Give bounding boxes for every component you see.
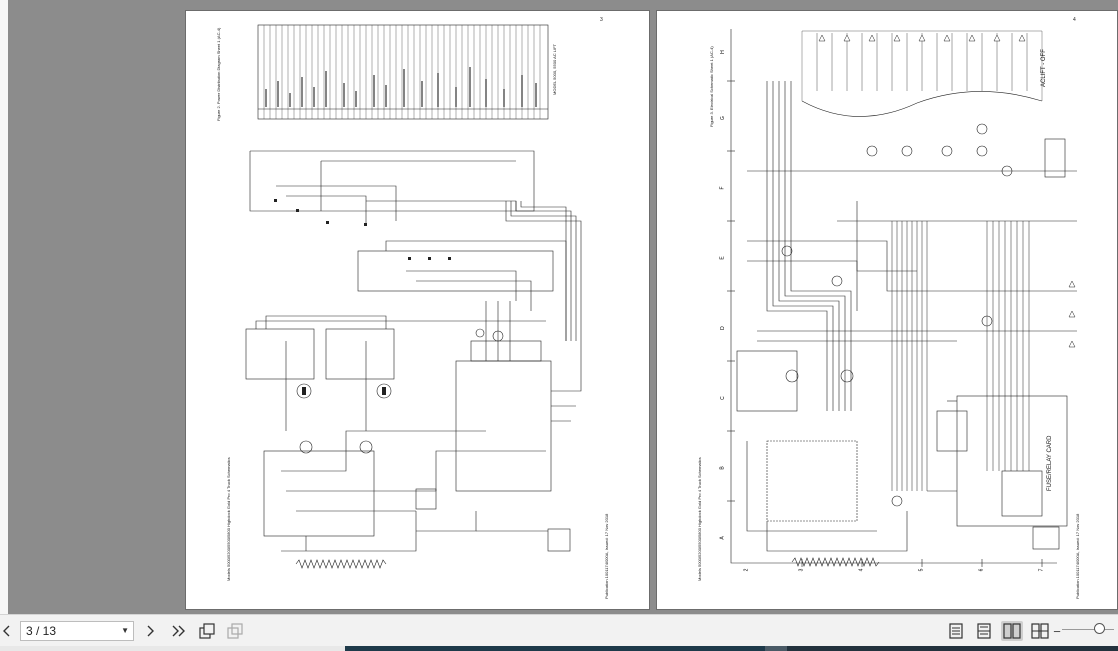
taskbar-segment — [765, 646, 787, 651]
page-3: 3 — [185, 10, 650, 610]
document-side-title: Models 5000/5200/5500/5800 Highdock Gold… — [226, 457, 231, 581]
grid-row-label: E — [719, 256, 726, 260]
figure-caption: Figure 3. Electrical Schematic Sheet 1 (… — [709, 46, 714, 127]
thumbnail-icon[interactable] — [225, 621, 245, 641]
page-4: 4 — [656, 10, 1118, 610]
wiring-diagram-power — [245, 24, 582, 569]
taskbar-segment — [0, 646, 345, 651]
grid-row-label: B — [719, 466, 726, 470]
electrical-schematic — [727, 29, 1077, 567]
os-taskbar — [0, 646, 1118, 651]
document-side-title: Models 5000/5200/5500/5800 Highdock Gold… — [697, 457, 702, 581]
grid-row-label: A — [719, 536, 726, 540]
page-selector[interactable]: 3 / 13 ▼ — [20, 621, 134, 641]
chevron-left-icon[interactable] — [0, 621, 14, 641]
grid-col-label: 7 — [1038, 568, 1045, 572]
page-number: 3 — [600, 17, 603, 23]
page-number: 4 — [1073, 17, 1076, 23]
two-page-continuous-icon[interactable] — [1030, 621, 1050, 641]
model-label: MODEL 5000, 5500 AC LIFT — [552, 44, 557, 95]
grid-col-label: 2 — [743, 568, 750, 572]
two-page-icon[interactable] — [1001, 621, 1023, 641]
double-chevron-right-icon[interactable] — [168, 621, 188, 641]
grid-row-label: C — [719, 396, 726, 400]
fuse-relay-card-label: FUSE/RELAY CARD — [1047, 435, 1053, 491]
page-display: 3 / 13 — [26, 624, 57, 638]
grid-row-label: H — [719, 50, 726, 54]
single-page-icon[interactable] — [946, 621, 966, 641]
zoom-slider-track[interactable] — [1062, 629, 1114, 630]
taskbar-segment — [787, 646, 1118, 651]
zoom-slider-thumb[interactable] — [1094, 623, 1105, 634]
chevron-down-icon: ▼ — [121, 626, 129, 635]
publication-info: Publication 1001174/000A, Issued: 17 Nov… — [604, 513, 609, 599]
grid-col-label: 3 — [798, 568, 805, 572]
grid-col-label: 5 — [918, 568, 925, 572]
figure-caption: Figure 2. Power Distribution Diagram She… — [216, 27, 221, 121]
grid-row-label: G — [719, 116, 726, 120]
viewer-toolbar: 3 / 13 ▼ − — [0, 614, 1118, 646]
rotate-page-icon[interactable] — [197, 621, 217, 641]
taskbar-segment — [345, 646, 765, 651]
left-gutter — [0, 0, 8, 614]
chevron-right-icon[interactable] — [143, 621, 157, 641]
grid-col-label: 4 — [858, 568, 865, 572]
zoom-out-button[interactable]: − — [1053, 623, 1061, 639]
aclift-label: ACLIFT - OFF — [1041, 49, 1047, 87]
continuous-page-icon[interactable] — [974, 621, 994, 641]
grid-row-label: D — [719, 326, 726, 330]
grid-row-label: F — [719, 186, 726, 190]
document-viewport[interactable]: 3 — [0, 0, 1118, 614]
publication-info: Publication 1001174/000A, Issued: 17 Nov… — [1075, 513, 1080, 599]
grid-col-label: 6 — [978, 568, 985, 572]
